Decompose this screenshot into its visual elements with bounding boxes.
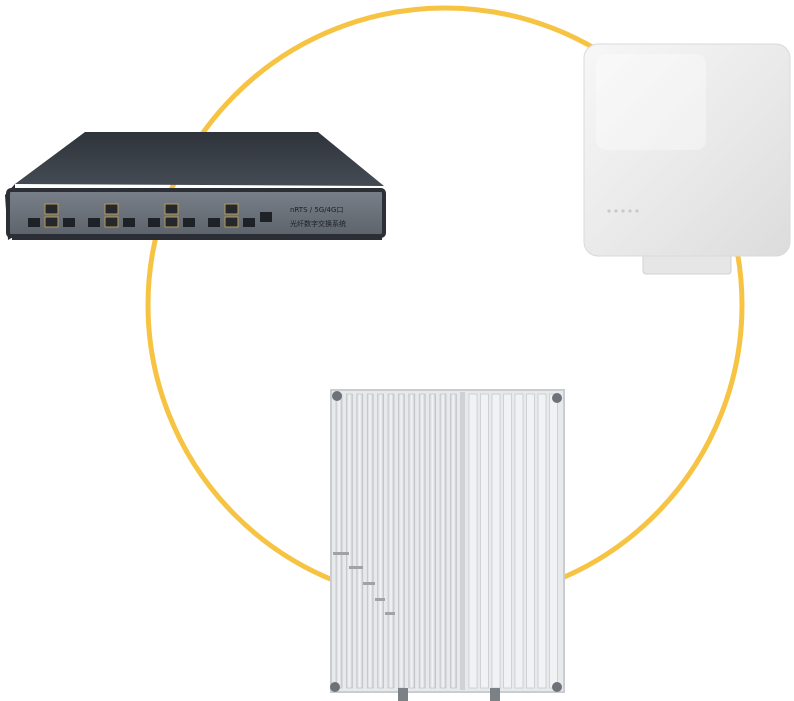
panel-antenna-device [583,43,791,275]
heatsink-fins-left [335,393,457,689]
heatsink-fin [450,393,457,689]
heatsink-fin [503,393,512,689]
rj45-port [44,216,59,228]
switch-port-row [28,203,272,228]
heatsink-fin [377,393,384,689]
network-switch-device: nRTS / 5G/4G口 光纤数字交换系统 [5,132,386,240]
rj45-port [224,216,239,228]
sfp-port [260,212,272,222]
heatsink-fin [526,393,535,689]
sfp-port [183,218,195,227]
heatsink-fin [398,393,405,689]
switch-label-line2: 光纤数字交换系统 [290,219,346,228]
sfp-port [28,218,40,227]
heatsink-fin [335,393,343,689]
heatsink-fin [537,393,547,689]
heatsink-fin [356,393,364,689]
heatsink-fin [514,393,524,689]
heatsink-fin [429,393,436,689]
antenna-panel-body [583,43,791,257]
heatsink-screws [330,391,562,692]
heatsink-fin [480,393,489,689]
heatsink-connectors [398,688,500,701]
heatsink-radio-unit [330,389,565,701]
heatsink-fin [439,393,447,689]
rj45-port [224,203,239,215]
heatsink-center-divider [460,392,465,690]
heatsink-fin [346,393,353,689]
heatsink-step-notches [333,552,395,615]
sfp-port [88,218,100,227]
heatsink-fin [387,393,395,689]
switch-label-line1: nRTS / 5G/4G口 [290,206,343,214]
rj45-port [164,216,179,228]
sfp-port [243,218,255,227]
heatsink-fin [549,393,558,689]
switch-top-surface [15,132,384,186]
rj45-port [104,216,119,228]
sfp-port [63,218,75,227]
heatsink-fin [468,393,478,689]
rj45-port [104,203,119,215]
sfp-port [208,218,220,227]
antenna-indicator-dots [607,209,639,213]
heatsink-fin [418,393,426,689]
sfp-port [148,218,160,227]
sfp-port [123,218,135,227]
antenna-panel-highlight [596,54,706,150]
rj45-port [164,203,179,215]
switch-bottom-edge [12,234,382,240]
heatsink-fin [366,393,374,689]
heatsink-fin [491,393,501,689]
rj45-port [44,203,59,215]
heatsink-fins-right [468,393,558,689]
heatsink-fin [408,393,416,689]
